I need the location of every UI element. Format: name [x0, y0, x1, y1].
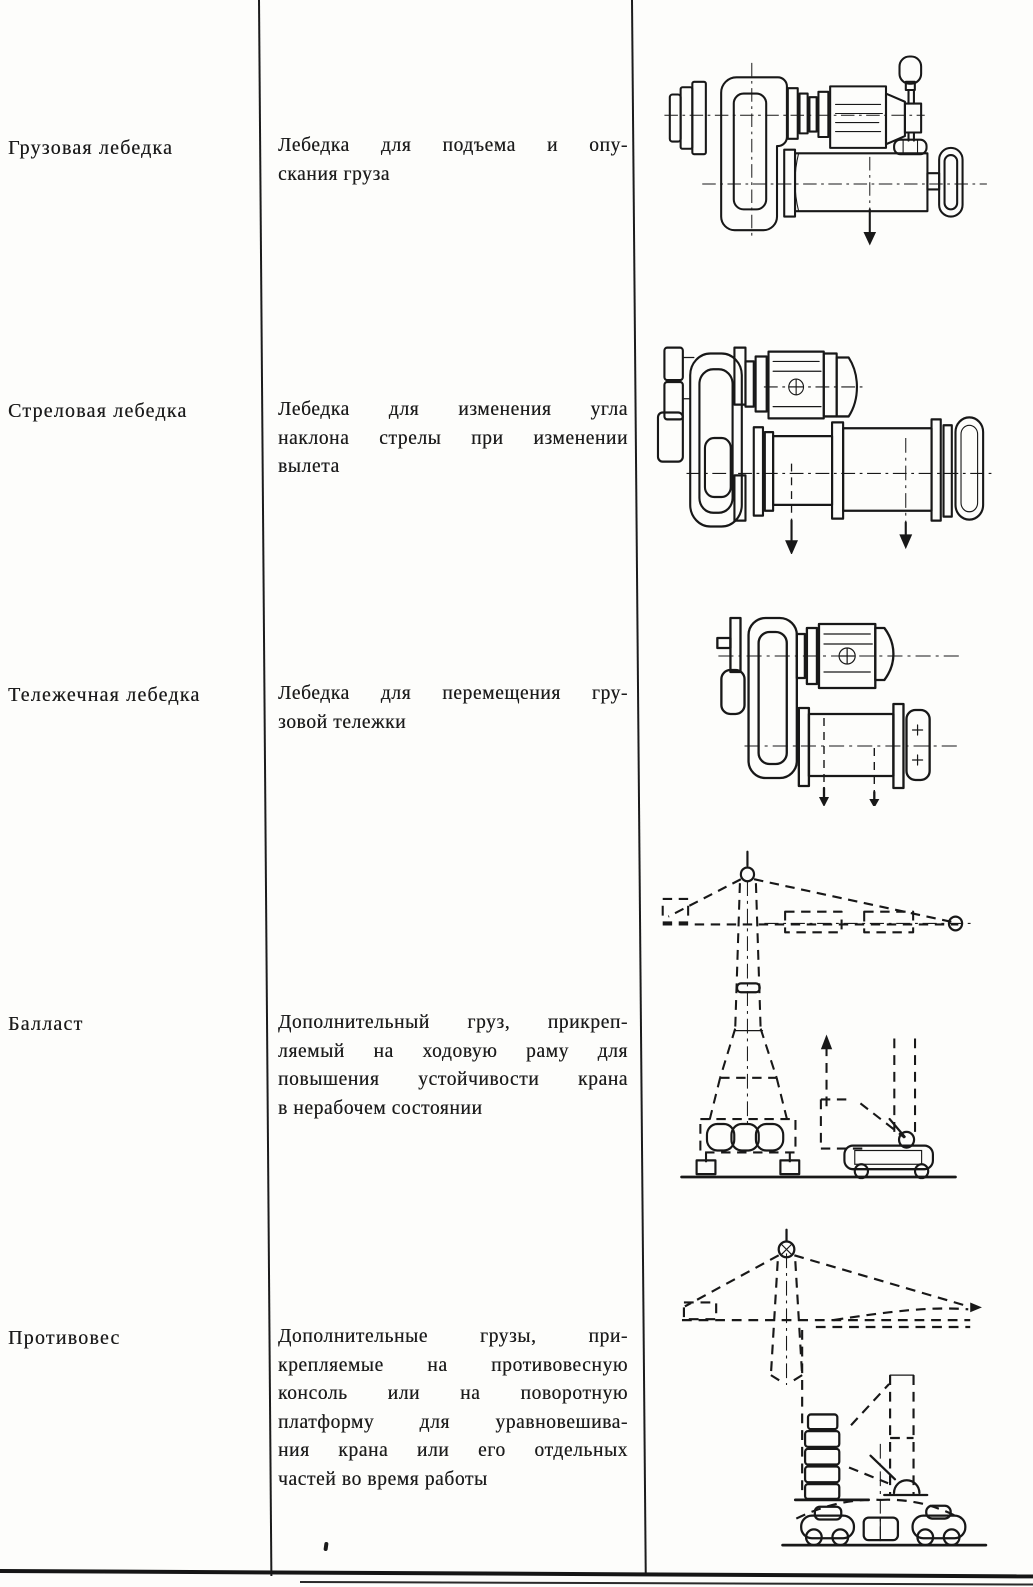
definition-line: ляемый на ходовую раму для [278, 1040, 628, 1062]
definition-cell-cargo-winch: Лебедка для подъема и опу- скания груза [278, 132, 628, 189]
term-cell-ballast: Балласт [8, 1013, 84, 1035]
definition-line: Дополнительный груз, прикреп- [278, 1012, 628, 1033]
counterweight-crane-drawing [681, 1228, 988, 1547]
definition-line: платформу для уравновешива- [278, 1411, 628, 1433]
definition-line: Дополнительные грузы, при- [278, 1326, 628, 1347]
definition-line: скания груза [278, 163, 391, 185]
term-cell-boom-winch: Стреловая лебедка [8, 400, 188, 422]
definition-line: крепляемые на противовесную [278, 1354, 628, 1376]
cargo-winch-drawing [664, 55, 987, 246]
definition-line: консоль или на поворотную [278, 1383, 628, 1405]
definition-line: Лебедка для подъема и опу- [278, 135, 628, 156]
definition-cell-boom-winch: Лебедка для изменения угла наклона стрел… [278, 396, 628, 482]
definition-line: ния крана или его отдельных [278, 1440, 628, 1462]
term-cell-counterweight: Противовес [8, 1327, 121, 1349]
definition-line: частей во время работы [278, 1468, 488, 1490]
trolley-winch-drawing [716, 616, 962, 806]
definition-line: в нерабочем состоянии [278, 1097, 483, 1119]
definition-line: повышения устойчивости крана [278, 1069, 628, 1091]
definition-line: Лебедка для изменения угла [278, 399, 628, 420]
boom-winch-drawing [656, 346, 997, 554]
definition-cell-counterweight: Дополнительные грузы, при- крепляемые на… [278, 1323, 628, 1495]
term-cell-cargo-winch: Грузовая лебедка [8, 137, 174, 159]
definition-line: наклона стрелы при изменении [278, 427, 628, 449]
scan-artifact-mark [323, 1541, 329, 1552]
definition-line: Лебедка для перемещения гру- [278, 683, 628, 704]
definition-cell-ballast: Дополнительный груз, прикреп- ляемый на … [278, 1009, 628, 1123]
bottom-rule-thick [0, 1569, 1033, 1579]
ballast-tower-crane-drawing [661, 850, 974, 1180]
definition-cell-trolley-winch: Лебедка для перемещения гру- зовой тележ… [278, 680, 628, 737]
bottom-rule-thin [299, 1581, 1033, 1586]
definition-line: зовой тележки [278, 711, 407, 733]
column-divider-1 [258, 0, 273, 1576]
definition-line: вылета [278, 456, 340, 478]
term-cell-trolley-winch: Тележечная лебедка [8, 684, 201, 706]
